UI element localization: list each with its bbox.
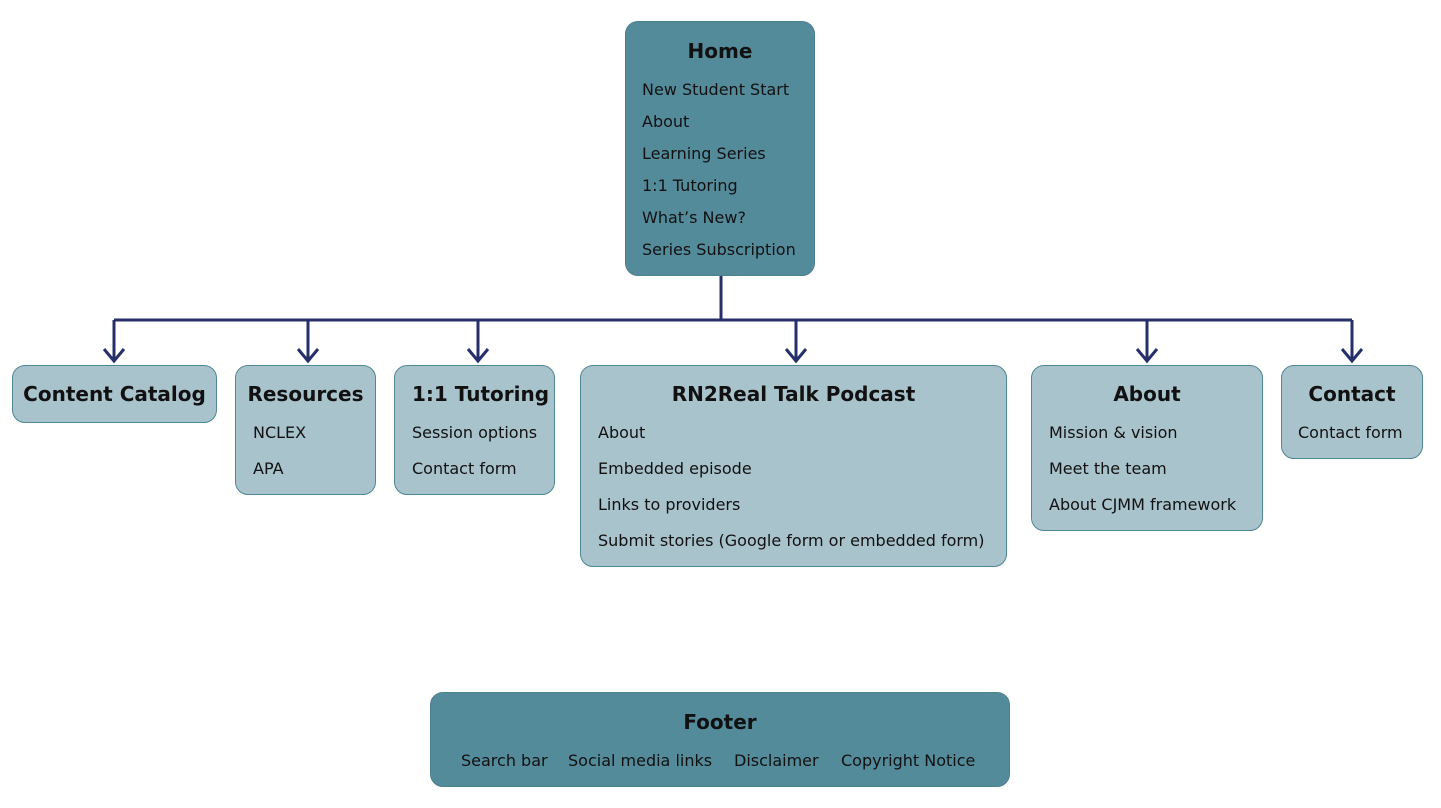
- footer-item: Disclaimer: [734, 751, 819, 770]
- footer-title: Footer: [683, 710, 757, 734]
- section-item: Session options: [412, 423, 538, 442]
- home-node: Home New Student Start About Learning Se…: [625, 21, 815, 276]
- section-item: Mission & vision: [1049, 423, 1178, 442]
- section-content-catalog: Content Catalog: [12, 365, 217, 423]
- arrowhead-resources: [296, 348, 320, 364]
- section-title: Content Catalog: [23, 382, 206, 406]
- home-item: About: [642, 112, 690, 131]
- section-podcast: RN2Real Talk Podcast About Embedded epis…: [580, 365, 1007, 567]
- section-item: Meet the team: [1049, 459, 1167, 478]
- section-title: Contact: [1308, 382, 1396, 406]
- arrowhead-about: [1135, 348, 1159, 364]
- arrowhead-content-catalog: [102, 348, 126, 364]
- section-resources: Resources NCLEX APA: [235, 365, 376, 495]
- arrowhead-contact: [1340, 348, 1364, 364]
- section-contact: Contact Contact form: [1281, 365, 1423, 459]
- section-item: About CJMM framework: [1049, 495, 1237, 514]
- section-title: About: [1113, 382, 1181, 406]
- footer-item: Social media links: [568, 751, 713, 770]
- footer-item: Copyright Notice: [841, 751, 976, 770]
- arrowhead-tutoring: [466, 348, 490, 364]
- section-title: 1:1 Tutoring: [412, 382, 550, 406]
- section-item: Embedded episode: [598, 459, 752, 478]
- home-item: Series Subscription: [642, 240, 796, 259]
- footer-node: Footer Search bar Social media links Dis…: [430, 692, 1010, 787]
- section-item: NCLEX: [253, 423, 307, 442]
- footer-item: Search bar: [461, 751, 548, 770]
- home-item: Learning Series: [642, 144, 766, 163]
- section-item: Links to providers: [598, 495, 741, 514]
- section-title: Resources: [247, 382, 364, 406]
- section-item: Contact form: [1298, 423, 1403, 442]
- home-item: New Student Start: [642, 80, 790, 99]
- section-tutoring: 1:1 Tutoring Session options Contact for…: [394, 365, 555, 495]
- section-item: About: [598, 423, 646, 442]
- home-item: What’s New?: [642, 208, 746, 227]
- arrowhead-podcast: [784, 348, 808, 364]
- section-about: About Mission & vision Meet the team Abo…: [1031, 365, 1263, 531]
- home-item: 1:1 Tutoring: [642, 176, 738, 195]
- section-item: Submit stories (Google form or embedded …: [598, 531, 985, 550]
- section-item: Contact form: [412, 459, 517, 478]
- home-title: Home: [687, 39, 753, 63]
- section-item: APA: [253, 459, 284, 478]
- section-title: RN2Real Talk Podcast: [671, 382, 916, 406]
